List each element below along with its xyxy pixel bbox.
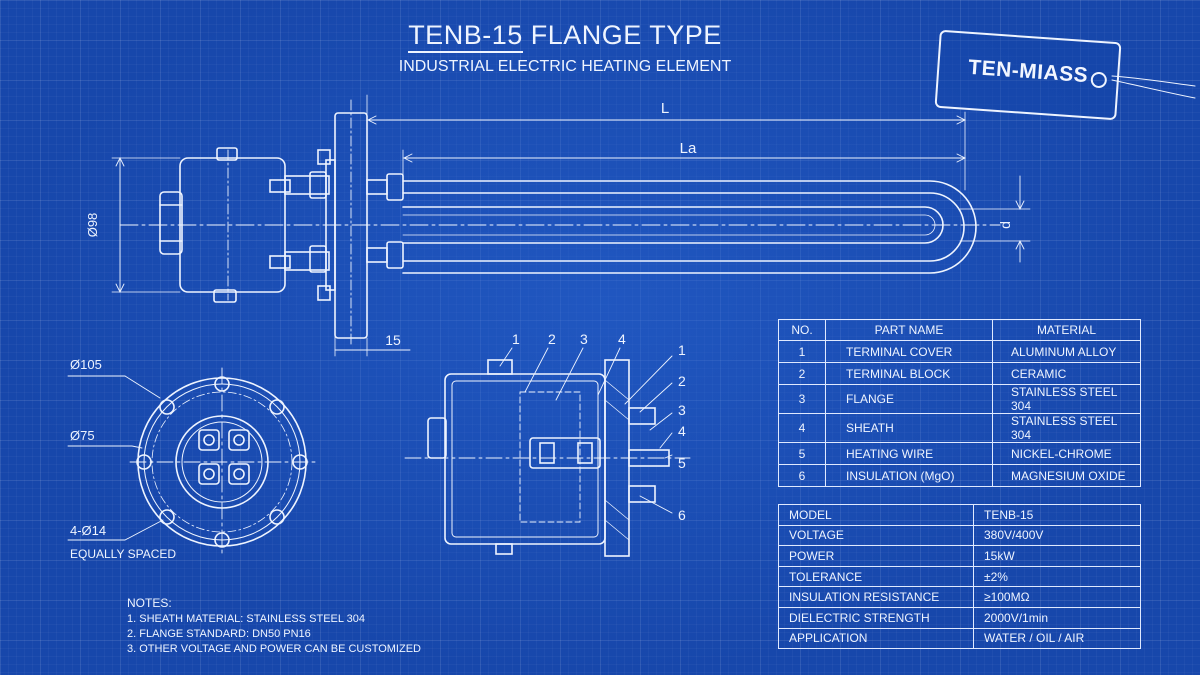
bolt-holes (136, 376, 308, 548)
spec-value: 380V/400V (973, 524, 1141, 547)
notes-title: NOTES: (127, 596, 172, 610)
spec-label: INSULATION RESISTANCE (778, 586, 974, 608)
note-item: 2. FLANGE STANDARD: DN50 PN16 (127, 628, 311, 640)
dim-length: L (661, 100, 669, 117)
part-name: TERMINAL BLOCK (825, 362, 993, 385)
part-material: CERAMIC (992, 362, 1141, 385)
dim-flange-od: Ø105 (70, 357, 102, 372)
part-no: 2 (778, 362, 826, 385)
spec-value: TENB-15 (973, 504, 1141, 526)
spec-value: ≥100MΩ (973, 586, 1141, 608)
dim-body-diameter: Ø98 (85, 213, 100, 238)
table-row: INSULATION RESISTANCE≥100MΩ (778, 586, 1141, 608)
part-name: INSULATION (MgO) (825, 464, 993, 487)
callout-right-1: 1 (678, 342, 686, 358)
spec-value: WATER / OIL / AIR (973, 627, 1141, 650)
spec-label: APPLICATION (778, 627, 974, 650)
spec-label: MODEL (778, 504, 974, 526)
front-view: Ø105 Ø75 4-Ø14 EQUALLY SPACED (67, 357, 316, 561)
part-name: TERMINAL COVER (825, 340, 993, 363)
type-title: FLANGE TYPE (530, 20, 722, 50)
callout-right-6: 6 (678, 507, 686, 523)
model-title: TENB-15 (408, 20, 523, 53)
drawing-title: TENB-15 FLANGE TYPE (0, 20, 1130, 53)
part-material: NICKEL-CHROME (992, 442, 1141, 465)
callout-top-3: 3 (580, 331, 588, 347)
part-no: 3 (778, 384, 826, 414)
part-name: SHEATH (825, 413, 993, 443)
notes-block: NOTES: 1. SHEATH MATERIAL: STAINLESS STE… (127, 596, 421, 657)
callout-top-4: 4 (618, 331, 626, 347)
callout-top-2: 2 (548, 331, 556, 347)
parts-header-material: MATERIAL (992, 319, 1141, 341)
spec-label: POWER (778, 545, 974, 567)
table-row: TOLERANCE±2% (778, 565, 1141, 588)
callout-right-3: 3 (678, 402, 686, 418)
part-name: HEATING WIRE (825, 442, 993, 465)
drawing-subtitle: INDUSTRIAL ELECTRIC HEATING ELEMENT (398, 58, 732, 75)
side-view: Ø98 L La d 15 (85, 94, 1031, 357)
dim-bolt-circle: Ø75 (70, 428, 95, 443)
spec-value: 15kW (973, 545, 1141, 567)
callout-top-1: 1 (512, 331, 520, 347)
callout-right-2: 2 (678, 373, 686, 389)
dim-active-length: La (680, 140, 697, 157)
callout-right-5: 5 (678, 455, 686, 471)
spec-value: 2000V/1min (973, 606, 1141, 629)
part-material: MAGNESIUM OXIDE (992, 464, 1141, 487)
holes-note: EQUALLY SPACED (70, 547, 176, 561)
parts-header-no: NO. (778, 319, 826, 341)
part-name: FLANGE (825, 384, 993, 414)
parts-header-name: PART NAME (825, 319, 993, 341)
note-item: 1. SHEATH MATERIAL: STAINLESS STEEL 304 (127, 613, 366, 625)
part-no: 1 (778, 340, 826, 363)
part-no: 4 (778, 413, 826, 443)
part-material: STAINLESS STEEL 304 (992, 384, 1141, 414)
callout-right-4: 4 (678, 423, 686, 439)
parts-header-row: NO. PART NAME MATERIAL (778, 319, 1141, 341)
part-no: 5 (778, 442, 826, 465)
note-item: 3. OTHER VOLTAGE AND POWER CAN BE CUSTOM… (127, 643, 421, 655)
terminal-posts (198, 429, 250, 485)
part-material: STAINLESS STEEL 304 (992, 413, 1141, 443)
spec-label: VOLTAGE (778, 524, 974, 547)
spec-value: ±2% (973, 565, 1141, 588)
section-view: 1 2 3 4 1 2 3 4 5 6 (404, 331, 691, 557)
spec-label: TOLERANCE (778, 565, 974, 588)
part-material: ALUMINUM ALLOY (992, 340, 1141, 363)
dim-tube-gap: d (997, 221, 1013, 229)
part-no: 6 (778, 464, 826, 487)
dim-holes: 4-Ø14 (70, 523, 106, 538)
spec-label: DIELECTRIC STRENGTH (778, 606, 974, 629)
dim-flange-thickness: 15 (385, 332, 401, 348)
